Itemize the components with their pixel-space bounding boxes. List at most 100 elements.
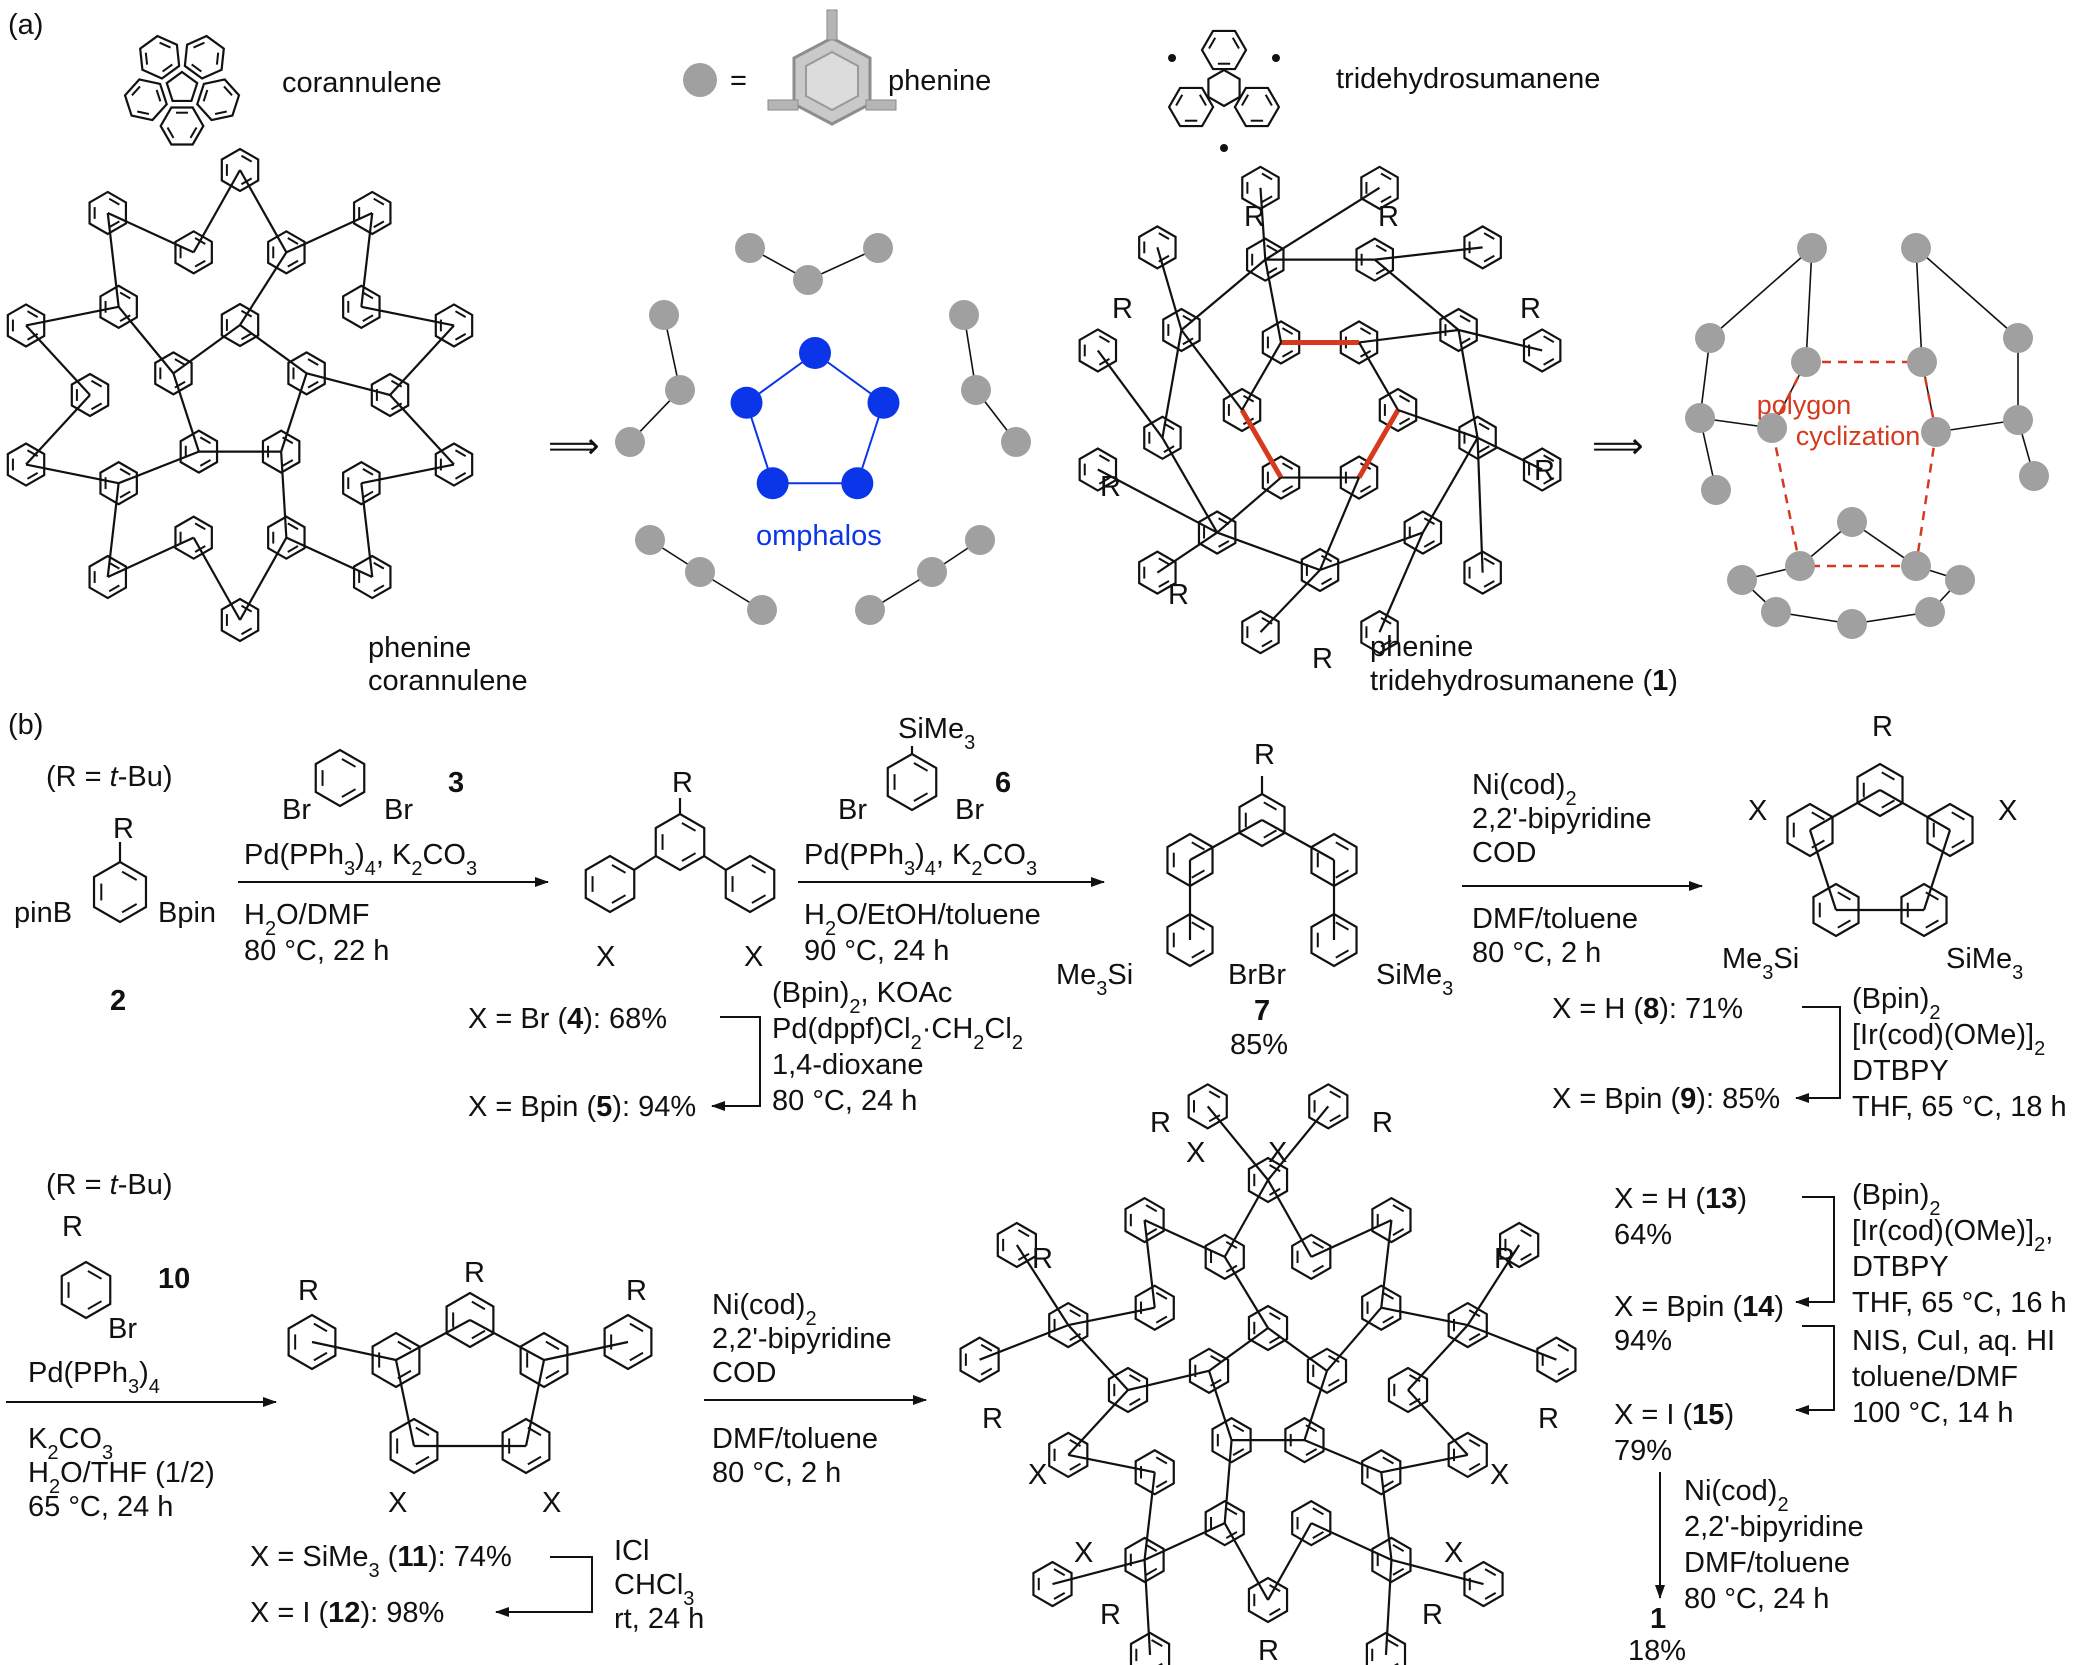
compound-10-structure: [60, 1260, 112, 1320]
substituent-R: R: [1520, 293, 1541, 325]
phenine-ring: [1138, 225, 1177, 270]
substituent-R: R: [1032, 1243, 1053, 1275]
double-bond: [751, 894, 767, 904]
single-bond: [1303, 1370, 1329, 1441]
double-bond: [1145, 1544, 1158, 1552]
single-bond: [1161, 437, 1219, 534]
single-bond: [107, 211, 195, 254]
single-bond: [1922, 829, 1952, 911]
phenine-ring: [1439, 307, 1478, 353]
double-bond: [913, 762, 929, 772]
double-bond: [1380, 639, 1392, 648]
double-bond: [1327, 1355, 1340, 1363]
compound-6-structure: [886, 746, 938, 812]
phenine-ring: [1339, 320, 1379, 365]
single-bond: [239, 169, 288, 253]
single-bond: [1879, 789, 1951, 831]
sumanene-ring: [1233, 86, 1281, 128]
corannulene-ring: [196, 78, 241, 122]
compound-7-number: 7: [1254, 995, 1270, 1027]
double-bond: [629, 1322, 644, 1333]
single-bond: [389, 324, 455, 396]
single-bond: [1378, 532, 1424, 633]
single-bond: [1397, 408, 1478, 439]
phenine-node: [685, 557, 715, 587]
single-bond: [239, 251, 288, 326]
double-bond: [1261, 172, 1273, 181]
benzene-ring: [501, 1417, 551, 1475]
single-bond: [106, 483, 120, 578]
phenine-ring: [1261, 320, 1301, 365]
double-bond: [1199, 94, 1207, 106]
step11-r2: 2,2'-bipyridine: [1684, 1511, 1864, 1543]
radical-dot: [1220, 144, 1228, 152]
phenine-node: [1791, 347, 1821, 377]
single-bond: [239, 324, 308, 375]
phenine-ring: [99, 460, 138, 506]
double-bond: [307, 380, 319, 389]
benzene-ring: [389, 1417, 439, 1475]
phenine-ring: [1365, 1631, 1407, 1665]
double-bond: [287, 522, 299, 531]
single-bond: [543, 1340, 629, 1362]
double-bond: [1459, 314, 1471, 323]
phenine-ring: [261, 429, 301, 474]
single-bond: [192, 169, 241, 253]
single-bond: [1097, 468, 1218, 534]
double-bond: [313, 1322, 328, 1333]
phenine-ring: [1048, 1301, 1089, 1349]
phenine-ring: [1371, 1536, 1412, 1584]
double-bond: [341, 758, 357, 768]
compound-8-X-right: X: [1998, 795, 2017, 827]
double-bond: [144, 52, 149, 65]
double-bond: [362, 468, 374, 476]
phenine-ring: [352, 190, 392, 236]
omphalos-node: [730, 386, 763, 419]
phenine-ring: [996, 1221, 1038, 1269]
compound-8-yield: X = H (8): 71%: [1552, 993, 1743, 1025]
compound-11-X-left: X: [388, 1487, 407, 1519]
double-bond: [194, 259, 206, 268]
double-bond: [1191, 841, 1205, 851]
double-bond: [1210, 1378, 1222, 1387]
cyclization-edge: [1770, 361, 1808, 429]
compound-4-X-left: X: [596, 941, 615, 973]
single-bond: [1381, 1453, 1468, 1474]
phenine-ring: [267, 515, 306, 560]
cyclization-edge: [1920, 361, 1938, 433]
single-bond: [1052, 1558, 1145, 1586]
double-bond: [287, 545, 299, 553]
phenine-ring: [1371, 1196, 1412, 1244]
phenine-tds-close: ): [1668, 665, 1678, 697]
phenine-node: [1901, 551, 1931, 581]
double-bond: [1210, 1355, 1222, 1363]
phenine-node: [1761, 597, 1791, 627]
compound-3-number: 3: [448, 767, 464, 799]
phenine-ring: [1306, 1347, 1348, 1395]
phenine-ring: [1188, 1347, 1230, 1395]
double-bond: [1145, 1228, 1158, 1236]
single-bond: [1223, 1440, 1233, 1524]
phenine-corannulene-label-2: corannulene: [368, 665, 528, 697]
double-bond: [1951, 811, 1965, 821]
double-bond: [90, 402, 103, 411]
double-bond: [1281, 349, 1294, 358]
double-bond: [1359, 327, 1372, 335]
phenine-ring: [1498, 1221, 1540, 1269]
single-bond: [1206, 1105, 1269, 1181]
double-bond: [1232, 1448, 1245, 1456]
phenine-ring: [88, 554, 128, 600]
double-bond: [240, 627, 253, 636]
double-bond: [1208, 1090, 1221, 1099]
single-bond: [1207, 1370, 1233, 1441]
step8-r2: 2,2'-bipyridine: [712, 1323, 892, 1355]
compound-2-R: R: [113, 813, 134, 845]
compound-13-label: X = H (13): [1614, 1183, 1747, 1215]
double-bond: [1483, 580, 1495, 588]
compound-5-yield: X = Bpin (5): 94%: [468, 1091, 696, 1123]
phenine-ring: [88, 190, 128, 236]
phenine-ring: [1536, 1336, 1577, 1383]
step6-r3: 65 °C, 24 h: [28, 1491, 173, 1523]
step9-arrow: [1795, 1196, 1835, 1307]
step5-r3: DTBPY: [1852, 1055, 1949, 1087]
